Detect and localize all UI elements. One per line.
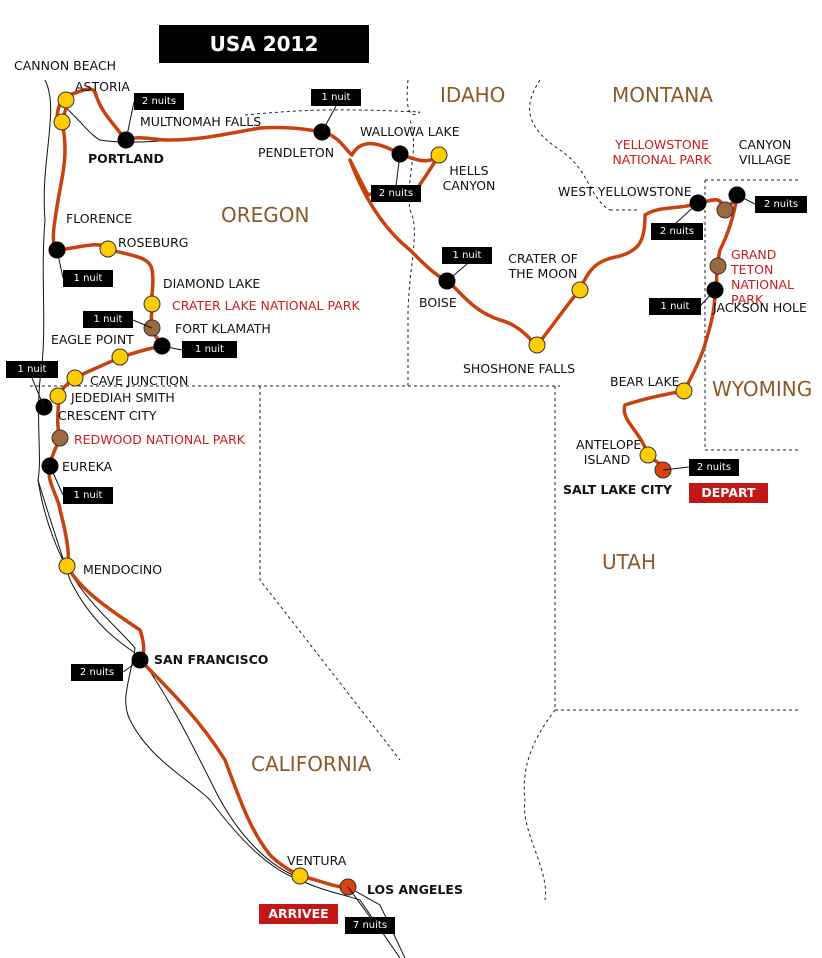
map-title: USA 2012 bbox=[159, 25, 369, 63]
stop-jedediah-smith bbox=[49, 387, 67, 405]
label-los-angeles: LOS ANGELES bbox=[367, 882, 463, 897]
stop-hells-canyon bbox=[430, 146, 448, 164]
label-antelope-island: ANTELOPE ISLAND bbox=[576, 437, 642, 467]
stop-fort-klamath bbox=[153, 337, 171, 355]
tag-canyon-village: 2 nuits bbox=[755, 196, 807, 213]
label-ventura: VENTURA bbox=[287, 853, 347, 868]
tag-jackson-hole: 1 nuit bbox=[649, 298, 701, 315]
badge-depart: DEPART bbox=[689, 483, 768, 503]
badge-arrivee: ARRIVEE bbox=[259, 904, 338, 924]
stop-los-angeles bbox=[339, 878, 357, 896]
stop-west-yellowstone bbox=[689, 194, 707, 212]
label-crater-lake: CRATER LAKE NATIONAL PARK bbox=[172, 298, 360, 313]
label-multnomah-falls: MULTNOMAH FALLS bbox=[140, 114, 262, 129]
tag-salt-lake-city: 2 nuits bbox=[689, 459, 739, 476]
stop-diamond-lake bbox=[143, 295, 161, 313]
stop-canyon-village bbox=[728, 186, 746, 204]
stop-shoshone-falls bbox=[528, 336, 546, 354]
label-redwood: REDWOOD NATIONAL PARK bbox=[74, 432, 245, 447]
stop-redwood bbox=[51, 429, 69, 447]
state-california: CALIFORNIA bbox=[251, 752, 372, 776]
label-wallowa-lake: WALLOWA LAKE bbox=[360, 124, 460, 139]
stop-ventura bbox=[291, 867, 309, 885]
label-florence: FLORENCE bbox=[66, 211, 133, 226]
label-yellowstone: YELLOWSTONE NATIONAL PARK bbox=[612, 137, 712, 167]
label-roseburg: ROSEBURG bbox=[118, 235, 189, 250]
stop-salt-lake-city bbox=[654, 461, 672, 479]
stop-san-francisco bbox=[131, 651, 149, 669]
tag-west-yellowstone: 2 nuits bbox=[651, 223, 703, 240]
state-idaho: IDAHO bbox=[440, 83, 506, 107]
state-wyoming: WYOMING bbox=[712, 377, 813, 401]
tag-wallowa: 2 nuits bbox=[371, 185, 421, 202]
label-salt-lake-city: SALT LAKE CITY bbox=[563, 482, 673, 497]
label-fort-klamath: FORT KLAMATH bbox=[175, 321, 271, 336]
stop-portland bbox=[117, 131, 135, 149]
stop-bear-lake bbox=[675, 382, 693, 400]
state-montana: MONTANA bbox=[612, 83, 713, 107]
label-san-francisco: SAN FRANCISCO bbox=[154, 652, 269, 667]
label-boise: BOISE bbox=[419, 295, 457, 310]
stop-pendleton bbox=[313, 123, 331, 141]
stop-roseburg bbox=[99, 240, 117, 258]
stop-crescent-city bbox=[35, 398, 53, 416]
label-diamond-lake: DIAMOND LAKE bbox=[163, 276, 261, 291]
label-astoria: ASTORIA bbox=[75, 79, 130, 94]
label-hells-canyon: HELLS CANYON bbox=[442, 163, 496, 193]
label-bear-lake: BEAR LAKE bbox=[610, 374, 680, 389]
stop-astoria bbox=[57, 91, 75, 109]
label-shoshone-falls: SHOSHONE FALLS bbox=[463, 361, 576, 376]
stop-florence bbox=[48, 241, 66, 259]
stop-crater-lake bbox=[143, 319, 161, 337]
state-oregon: OREGON bbox=[221, 203, 310, 227]
state-borders bbox=[30, 79, 800, 901]
label-eagle-point: EAGLE POINT bbox=[51, 332, 134, 347]
stop-grand-teton bbox=[709, 257, 727, 275]
stop-cannon-beach bbox=[53, 113, 71, 131]
label-cave-junction: CAVE JUNCTION bbox=[90, 373, 189, 388]
stop-yellowstone bbox=[716, 201, 734, 219]
stop-eureka bbox=[41, 457, 59, 475]
label-portland: PORTLAND bbox=[88, 151, 164, 166]
label-west-yellowstone: WEST YELLOWSTONE bbox=[558, 184, 692, 199]
tag-boise: 1 nuit bbox=[442, 247, 492, 264]
label-jedediah-smith: JEDEDIAH SMITH bbox=[71, 390, 175, 405]
state-utah: UTAH bbox=[602, 550, 657, 574]
tag-eureka: 1 nuit bbox=[63, 487, 113, 504]
label-crescent-city: CRESCENT CITY bbox=[58, 408, 157, 423]
stop-antelope-island bbox=[639, 446, 657, 464]
stop-jackson-hole bbox=[706, 281, 724, 299]
label-eureka: EUREKA bbox=[62, 459, 113, 474]
coastline bbox=[37, 79, 401, 958]
tag-fort-klamath: 1 nuit bbox=[182, 341, 237, 358]
label-grand-teton: GRAND TETON NATIONAL PARK bbox=[731, 247, 794, 307]
stop-crater-of-the-moon bbox=[571, 281, 589, 299]
tag-los-angeles: 7 nuits bbox=[345, 917, 395, 934]
label-cannon-beach: CANNON BEACH bbox=[14, 58, 117, 73]
tag-portland: 2 nuits bbox=[134, 93, 184, 110]
stop-wallowa-lake bbox=[391, 145, 409, 163]
tag-crater-lake: 1 nuit bbox=[83, 311, 133, 328]
label-crater-of-the-moon: CRATER OF THE MOON bbox=[508, 251, 578, 281]
tag-pendleton: 1 nuit bbox=[311, 89, 361, 106]
label-mendocino: MENDOCINO bbox=[83, 562, 163, 577]
stop-boise bbox=[438, 272, 456, 290]
tag-florence: 1 nuit bbox=[63, 270, 113, 287]
label-pendleton: PENDLETON bbox=[258, 145, 335, 160]
label-canyon-village: CANYON VILLAGE bbox=[738, 137, 792, 167]
tag-san-francisco: 2 nuits bbox=[71, 664, 123, 681]
stop-cave-junction bbox=[66, 369, 84, 387]
stop-mendocino bbox=[58, 557, 76, 575]
tag-crescent-city: 1 nuit bbox=[6, 361, 58, 378]
stop-eagle-point bbox=[111, 348, 129, 366]
label-jackson-hole: JACKSON HOLE bbox=[713, 300, 807, 315]
